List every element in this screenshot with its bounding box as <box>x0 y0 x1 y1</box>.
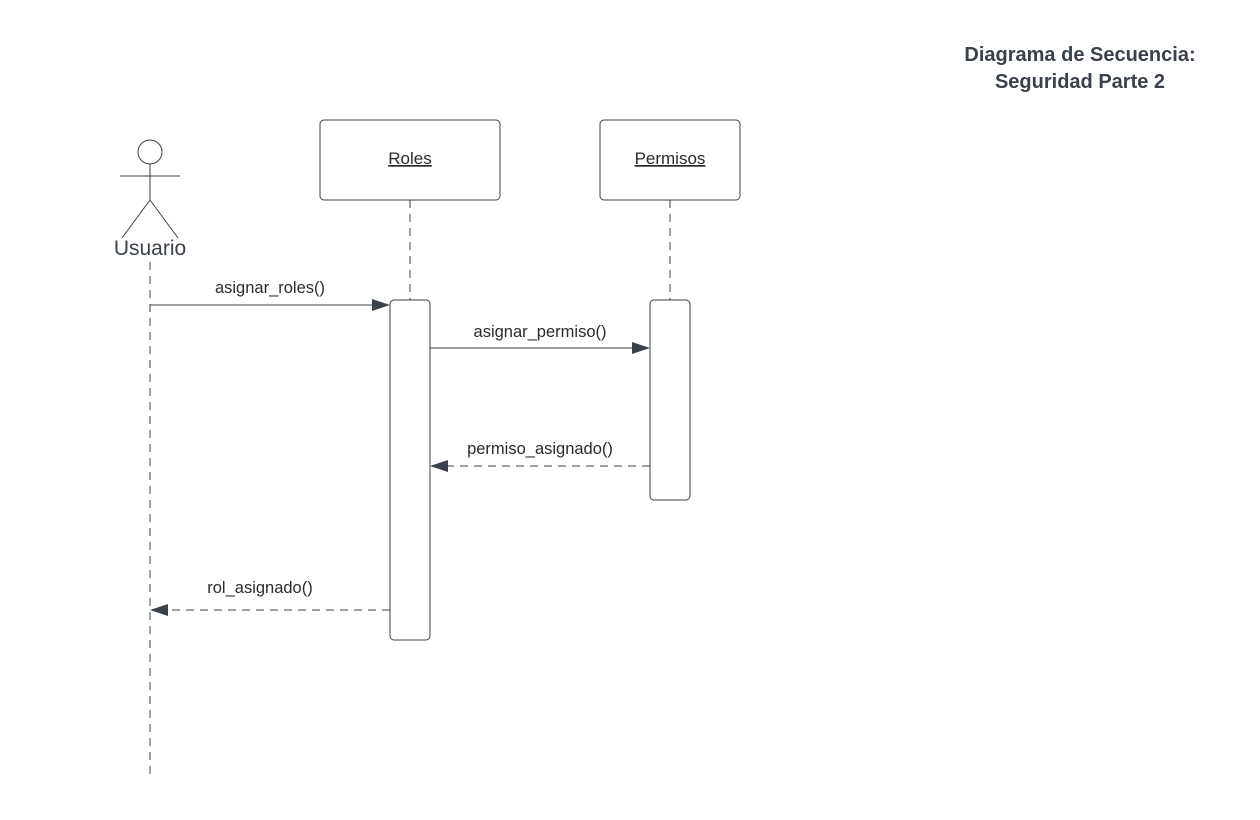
message-permiso-asignado-label: permiso_asignado() <box>467 440 613 458</box>
message-rol-asignado-label: rol_asignado() <box>207 579 312 597</box>
message-asignar-permiso-label: asignar_permiso() <box>474 323 607 341</box>
message-rol-asignado-arrowhead <box>150 604 168 616</box>
participant-roles-label: Roles <box>388 149 431 168</box>
message-asignar-permiso-arrowhead <box>632 342 650 354</box>
actor-head <box>137 139 163 165</box>
participant-permisos[interactable]: Permisos <box>599 119 741 201</box>
message-asignar-roles-arrowhead <box>372 299 390 311</box>
message-asignar-permiso[interactable]: asignar_permiso() <box>430 323 650 354</box>
diagram-title-line-1: Diagrama de Secuencia: <box>964 44 1195 66</box>
actor-label: Usuario <box>114 237 186 260</box>
message-permiso-asignado-arrowhead <box>430 460 448 472</box>
diagram-title-line-2: Seguridad Parte 2 <box>995 71 1165 93</box>
participant-roles-box <box>319 119 501 201</box>
participant-permisos-label: Permisos <box>635 149 706 168</box>
actor-usuario[interactable]: Usuario <box>114 139 186 260</box>
message-asignar-roles-label: asignar_roles() <box>215 279 325 297</box>
message-permiso-asignado[interactable]: permiso_asignado() <box>430 440 650 472</box>
actor-left-leg <box>121 199 151 239</box>
participant-permisos-box <box>599 119 741 201</box>
actor-right-leg <box>149 199 179 239</box>
message-rol-asignado[interactable]: rol_asignado() <box>150 579 390 616</box>
activation-permisos[interactable] <box>649 299 691 501</box>
activation-roles[interactable] <box>389 299 431 641</box>
participant-roles[interactable]: Roles <box>319 119 501 201</box>
message-asignar-roles[interactable]: asignar_roles() <box>150 279 390 311</box>
